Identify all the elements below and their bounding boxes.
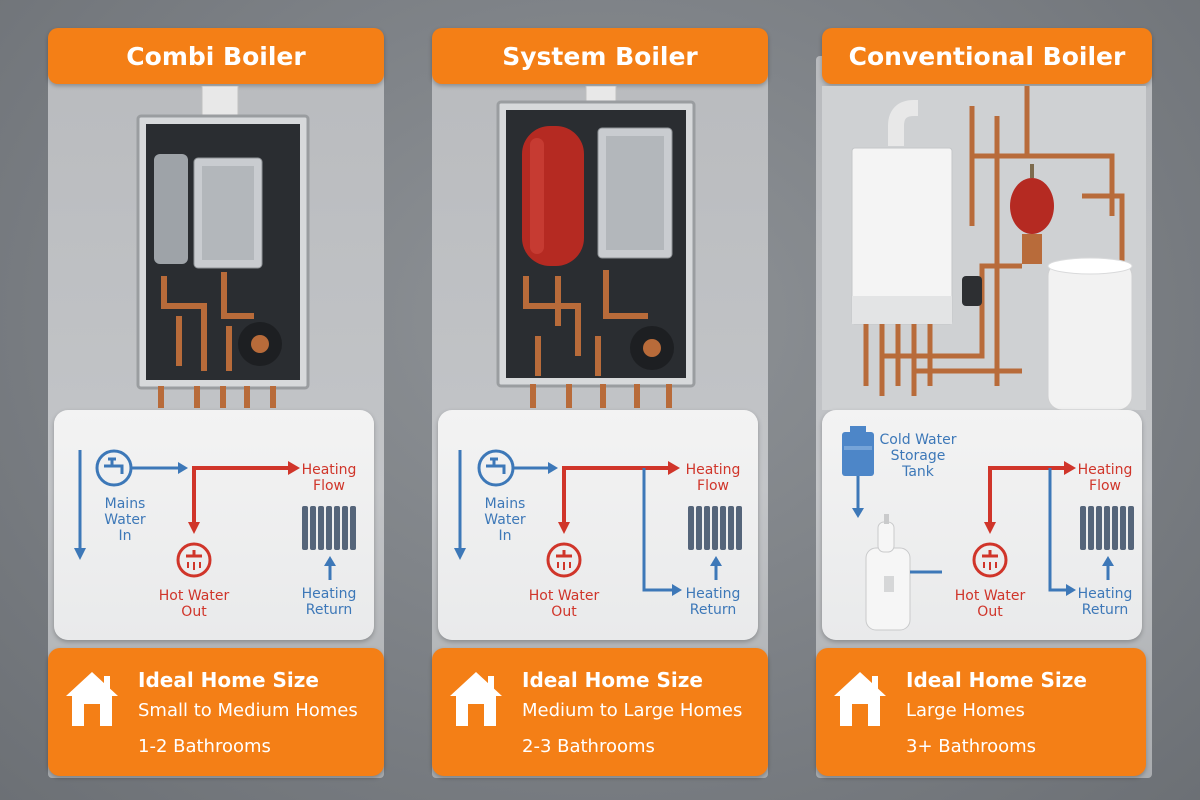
house-icon [834, 672, 886, 726]
conventional-boiler-photo [822, 86, 1146, 410]
heating-flow-label: Heating Flow [1077, 462, 1133, 494]
column-system: System Boiler [432, 28, 768, 778]
info-title: Ideal Home Size [906, 668, 1087, 692]
info-title: Ideal Home Size [522, 668, 703, 692]
system-boiler-photo [496, 86, 696, 408]
shower-icon [546, 542, 582, 578]
hot-water-label: Hot Water Out [158, 588, 230, 620]
info-title: Ideal Home Size [138, 668, 319, 692]
water-in-label: Mains Water In [484, 496, 526, 544]
header-combi-boiler: Combi Boiler [48, 28, 384, 84]
house-icon [450, 672, 502, 726]
heating-flow-label: Heating Flow [685, 462, 741, 494]
radiator-icon [302, 506, 356, 550]
bathrooms: 1-2 Bathrooms [138, 736, 271, 757]
flow-diagram-system: Mains Water In Heating Flow Hot Water Ou… [438, 410, 758, 640]
home-size: Small to Medium Homes [138, 700, 358, 721]
info-card-combi: Ideal Home Size Small to Medium Homes 1-… [48, 648, 384, 776]
bathrooms: 3+ Bathrooms [906, 736, 1037, 757]
flow-diagram-conventional: Cold Water Storage Tank Heating Flow Hot… [822, 410, 1142, 640]
house-icon [66, 672, 118, 726]
heating-return-label: Heating Return [685, 586, 741, 618]
radiator-icon [1080, 506, 1134, 550]
combi-boiler-photo [136, 86, 310, 408]
water-in-label: Mains Water In [104, 496, 146, 544]
cold-water-tank-icon [842, 426, 874, 476]
column-conventional: Conventional Boiler [816, 28, 1152, 778]
hot-water-label: Hot Water Out [954, 588, 1026, 620]
header-conventional-boiler: Conventional Boiler [822, 28, 1152, 84]
flow-diagram-combi: Mains Water In Heating Flow Hot Water Ou… [54, 410, 374, 640]
tap-icon [477, 449, 515, 487]
info-card-system: Ideal Home Size Medium to Large Homes 2-… [432, 648, 768, 776]
header-system-boiler: System Boiler [432, 28, 768, 84]
tap-icon [95, 449, 133, 487]
hot-water-cylinder-icon [865, 514, 911, 631]
shower-icon [176, 542, 212, 578]
cold-water-tank-label: Cold Water Storage Tank [879, 432, 957, 480]
heating-return-label: Heating Return [1077, 586, 1133, 618]
info-card-conventional: Ideal Home Size Large Homes 3+ Bathrooms [816, 648, 1146, 776]
bathrooms: 2-3 Bathrooms [522, 736, 655, 757]
home-size: Large Homes [906, 700, 1025, 721]
column-combi: Combi Boiler [48, 28, 384, 778]
home-size: Medium to Large Homes [522, 700, 743, 721]
hot-water-label: Hot Water Out [528, 588, 600, 620]
radiator-icon [688, 506, 742, 550]
shower-icon [972, 542, 1008, 578]
heating-return-label: Heating Return [301, 586, 357, 618]
heating-flow-label: Heating Flow [301, 462, 357, 494]
